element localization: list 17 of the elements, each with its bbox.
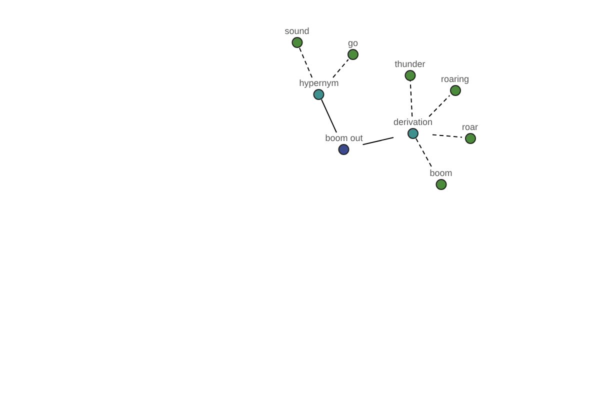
node-label: sound	[284, 26, 310, 36]
node-label: roaring	[441, 74, 469, 84]
connector-line	[332, 59, 349, 78]
connector-line	[428, 95, 450, 117]
connector-line	[416, 138, 432, 168]
connector-line	[410, 80, 413, 117]
node-label: roar	[462, 122, 478, 132]
connector-line	[298, 47, 313, 78]
node-label: boom	[430, 168, 452, 178]
connector-line	[362, 137, 394, 146]
node-label: go	[348, 38, 358, 48]
node-label: hypernym	[299, 78, 339, 88]
node-label: derivation	[393, 116, 433, 126]
node-label: thunder	[394, 58, 426, 68]
node-label: boom out	[325, 132, 363, 142]
connector-line	[432, 134, 462, 138]
connector-line	[321, 99, 337, 133]
